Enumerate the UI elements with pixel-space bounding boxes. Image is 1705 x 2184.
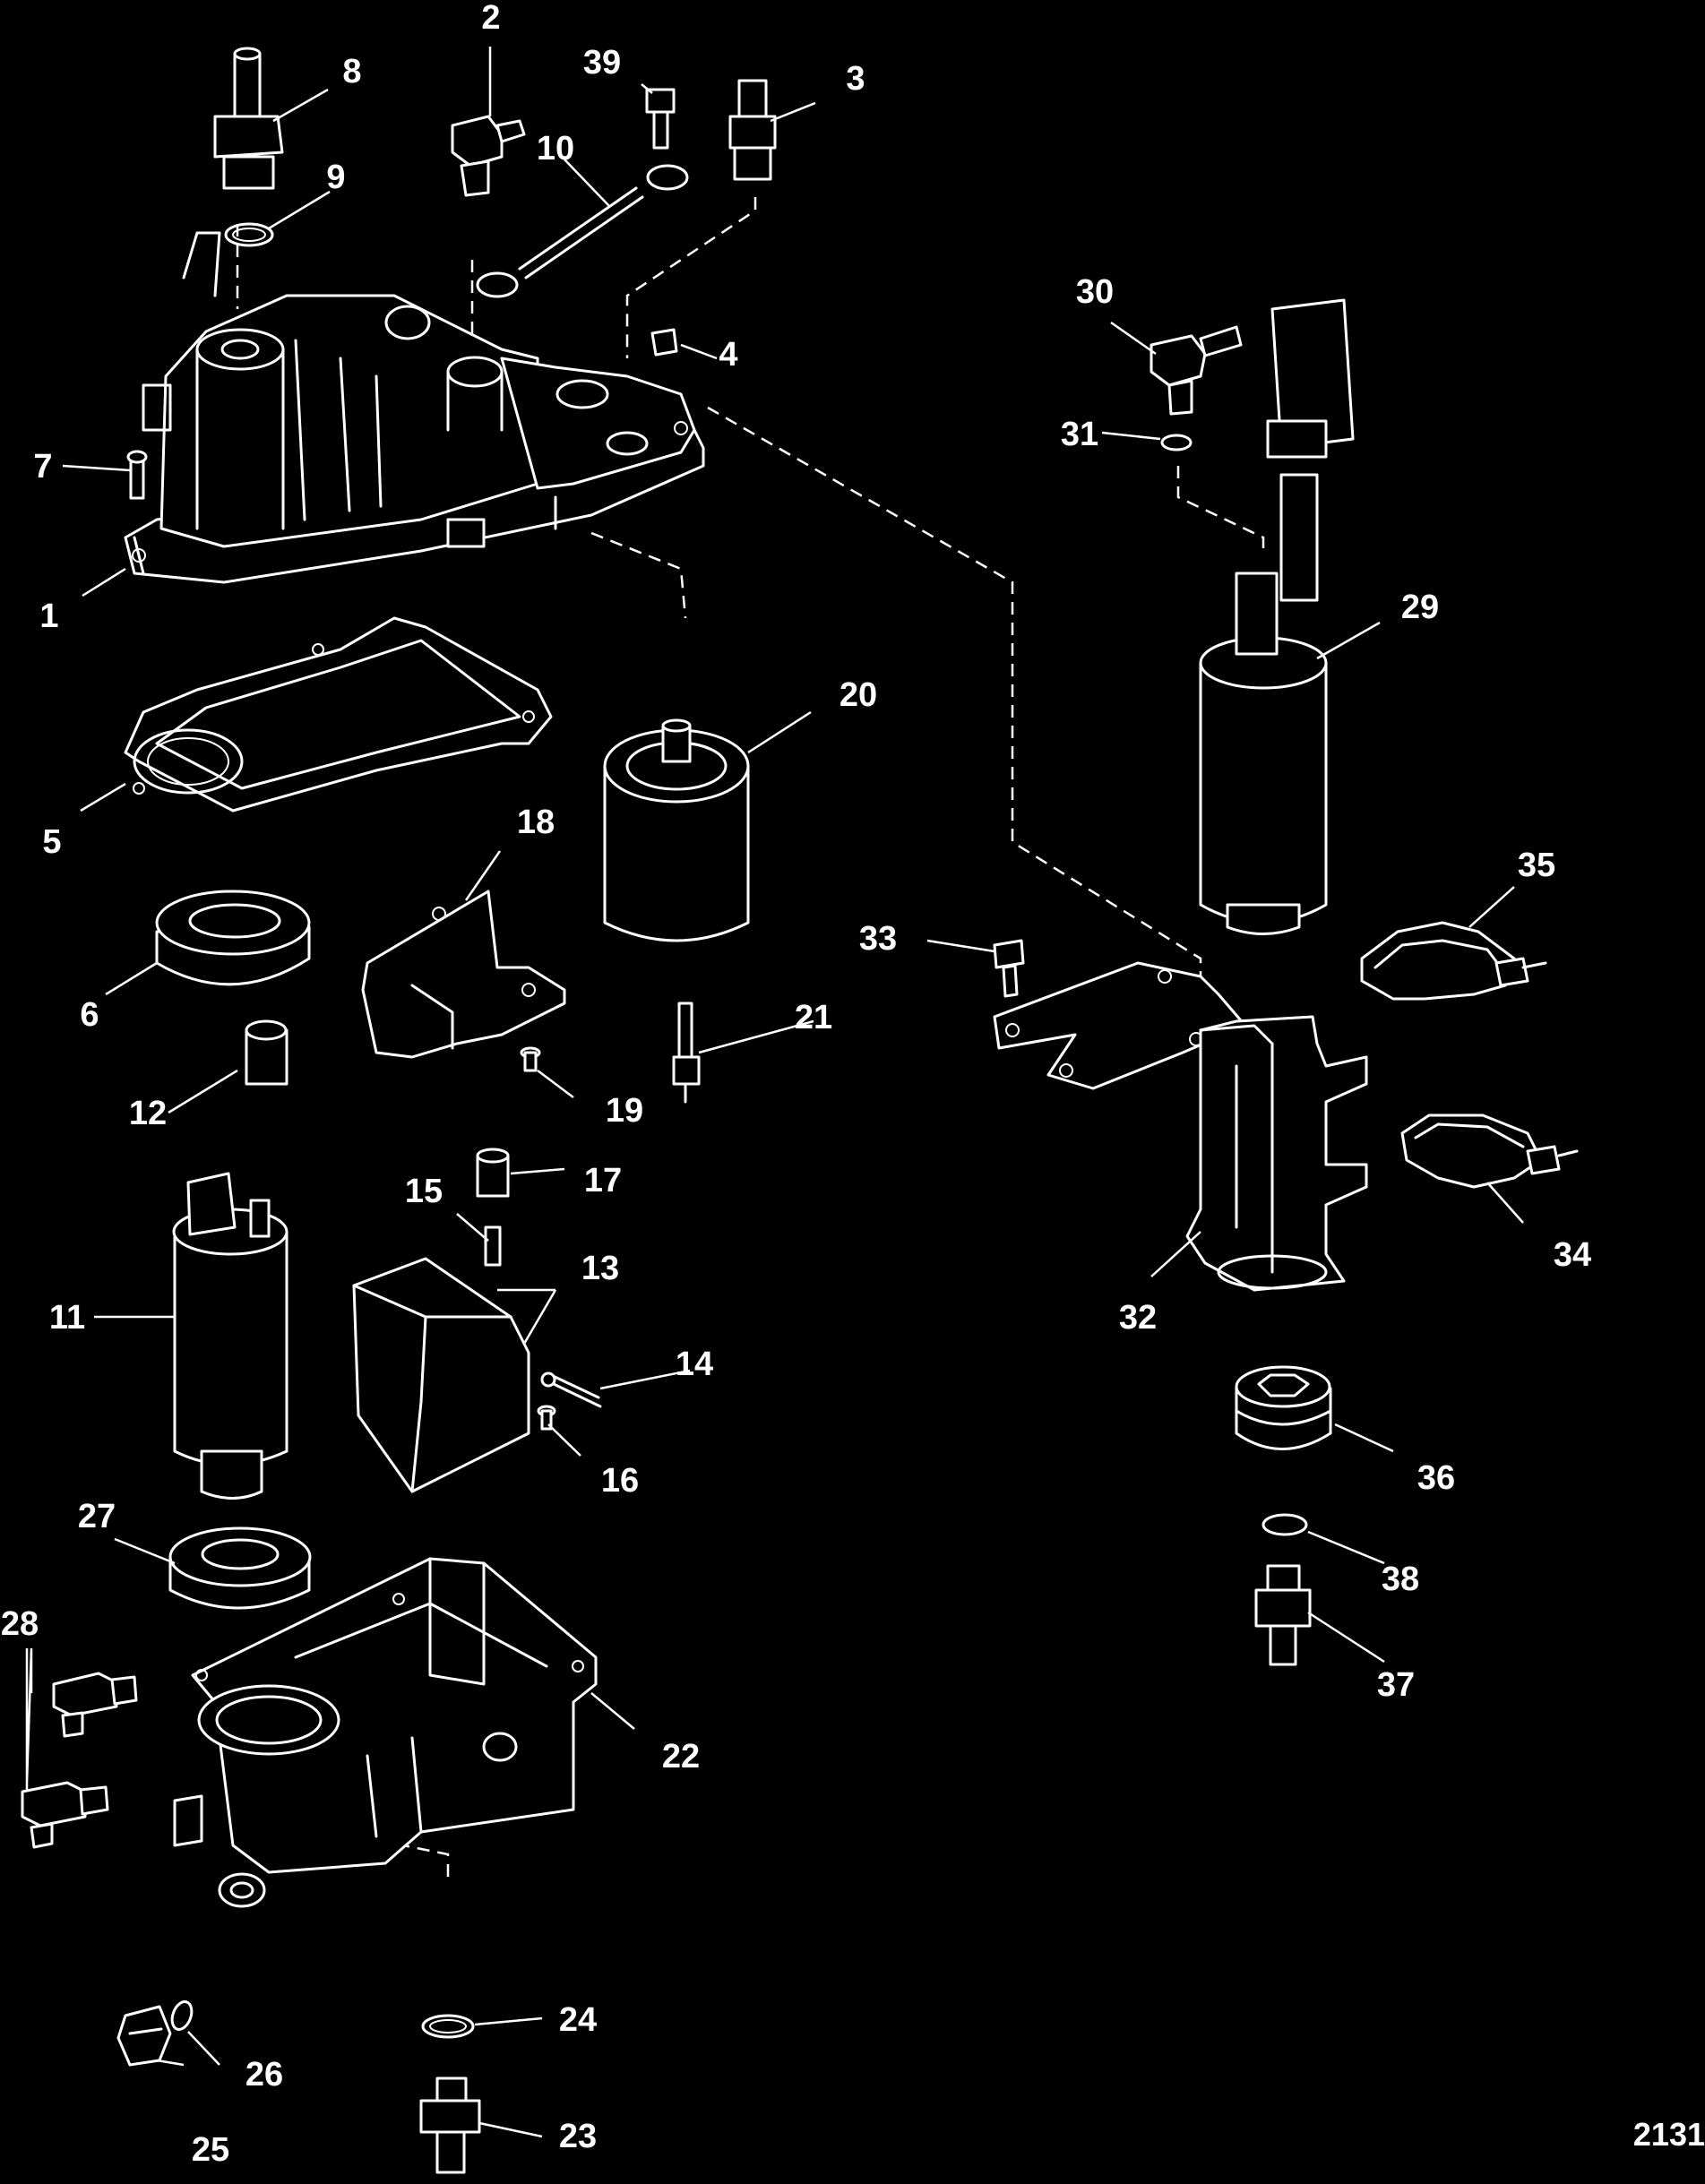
part-20-filter [603,718,750,942]
part-23-fitting [419,2077,481,2174]
callout-10: 10 [537,130,574,168]
part-30-elbow [1150,325,1243,416]
part-15-valve [484,1225,502,1267]
callout-30: 30 [1076,273,1114,311]
callout-26: 26 [245,2056,283,2094]
callout-39: 39 [583,44,621,82]
callout-17: 17 [584,1162,622,1199]
part-34-clamp [1400,1113,1579,1189]
callout-36: 36 [1417,1459,1455,1497]
part-2-elbow-fitting [451,115,526,197]
part-17-fitting [476,1148,510,1198]
part-4-plug [650,328,678,357]
part-12-spacer [245,1019,288,1086]
part-9-o-ring [224,222,274,247]
part-19-screw [520,1046,541,1072]
part-22-bowl-housing [173,1557,598,1908]
part-8-sensor-fitting [213,47,284,190]
part-38-o-ring [1262,1513,1308,1536]
part-16-screw [537,1405,556,1431]
callout-5: 5 [42,823,61,861]
callout-13: 13 [581,1250,619,1287]
callout-15: 15 [405,1173,443,1210]
callout-31: 31 [1061,416,1098,453]
callout-29: 29 [1401,589,1439,626]
callout-11: 11 [49,1299,85,1337]
callout-33: 33 [859,920,897,958]
part-7-screw [126,450,148,500]
callout-4: 4 [719,336,737,374]
assembly-dashed-lines [236,197,1265,1881]
part-14-pin [540,1371,602,1408]
callout-38: 38 [1382,1561,1419,1598]
callout-28: 28 [1,1605,39,1643]
callout-16: 16 [601,1462,639,1500]
part-27-seal [168,1526,312,1610]
callout-22: 22 [662,1738,700,1776]
callout-labels: 2 39 3 8 9 10 4 7 1 5 6 18 19 20 21 17 1… [1,0,1591,2169]
part-26-o-ring [170,2000,194,2031]
part-33-bolt [993,939,1025,998]
callout-23: 23 [559,2118,597,2155]
part-1-cover-housing [124,231,705,584]
callout-1: 1 [39,598,58,635]
callout-20: 20 [840,676,877,714]
part-36-hex-adapter [1235,1365,1332,1450]
part-10-ground-strap [476,164,689,298]
part-21-sensor [672,1002,701,1104]
callout-6: 6 [80,996,99,1034]
callout-12: 12 [129,1095,167,1132]
callout-24: 24 [559,2001,597,2039]
callout-34: 34 [1554,1236,1591,1274]
part-11-fuel-pump [172,1172,288,1500]
part-3-fitting [728,79,777,181]
callout-18: 18 [517,804,555,841]
callout-21: 21 [795,999,832,1036]
part-31-o-ring [1160,434,1193,451]
part-13-cover-assembly [352,1257,530,1493]
figure-number: 2131 [1633,2116,1705,2153]
part-25-drain-plug [116,2005,172,2067]
callout-25: 25 [192,2131,229,2169]
callout-27: 27 [78,1498,116,1535]
leader-lines [25,47,1524,2138]
callout-35: 35 [1518,847,1555,884]
part-32-mounting-bracket [993,961,1368,1292]
part-6-seal-ring [155,890,311,986]
callout-32: 32 [1119,1299,1157,1337]
callout-37: 37 [1377,1666,1415,1704]
part-24-o-ring [421,2014,475,2039]
part-5-gasket [124,616,553,813]
part-18-bracket [361,890,566,1059]
callout-7: 7 [33,448,52,486]
part-37-fitting [1254,1564,1312,1666]
callout-14: 14 [676,1346,713,1383]
part-35-clamp [1360,921,1547,1001]
callout-3: 3 [846,60,865,98]
part-39-bolt [645,88,676,150]
part-29-pump [1199,298,1355,935]
callout-19: 19 [606,1092,643,1130]
callout-2: 2 [481,0,500,37]
part-28-elbow-fittings [21,1672,138,1849]
callout-8: 8 [342,53,361,90]
callout-9: 9 [326,159,345,196]
